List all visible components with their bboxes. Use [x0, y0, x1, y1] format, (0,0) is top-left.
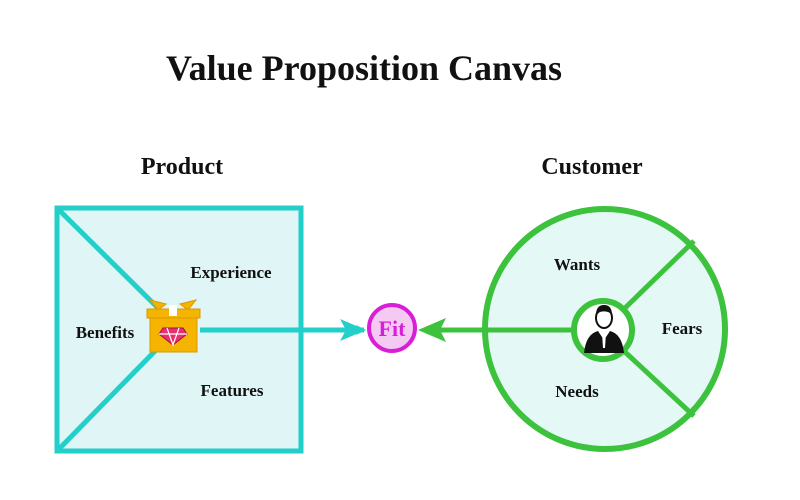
segment-wants: Wants: [554, 255, 601, 274]
fit-circle: [367, 303, 417, 353]
customer-fit-arrowhead-icon: [418, 318, 446, 342]
fit-label: Fit: [379, 316, 407, 341]
segment-fears: Fears: [662, 319, 703, 338]
segment-needs: Needs: [555, 382, 599, 401]
gift-with-diamond-icon: [146, 299, 201, 353]
segment-benefits: Benefits: [76, 323, 135, 342]
businessman-icon: [571, 298, 635, 362]
segment-features: Features: [201, 381, 264, 400]
segment-experience: Experience: [190, 263, 272, 282]
customer-heading: Customer: [541, 154, 643, 180]
product-heading: Product: [141, 154, 223, 180]
arrowhead-icon: [340, 319, 366, 341]
page-title: Value Proposition Canvas: [166, 48, 562, 88]
